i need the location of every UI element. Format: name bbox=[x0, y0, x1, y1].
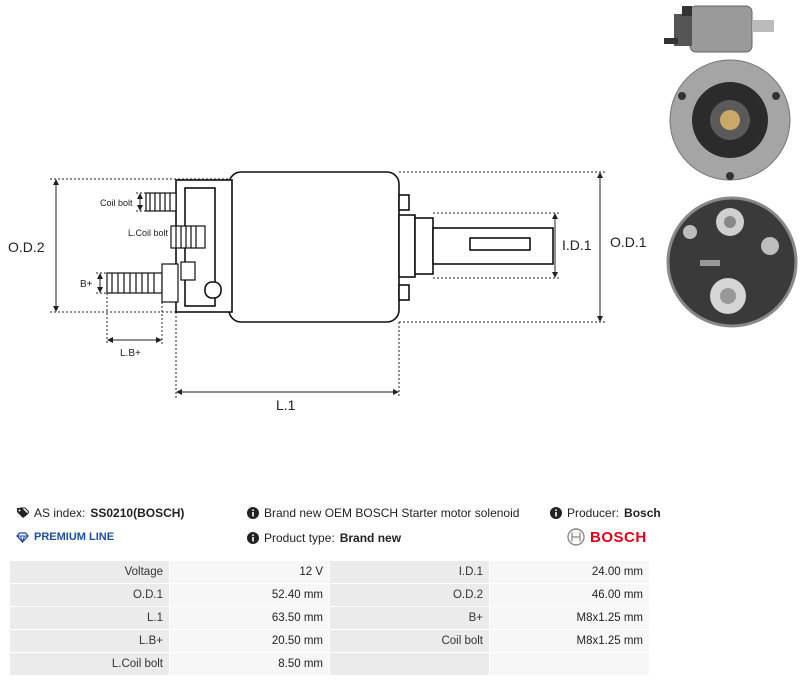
producer-value: Bosch bbox=[624, 506, 661, 520]
spec-value: 52.40 mm bbox=[169, 583, 330, 607]
technical-drawing: O.D.2 O.D.1 I.D.1 L.1 Coil bolt L.Coil b… bbox=[8, 171, 647, 413]
tag-icon bbox=[17, 507, 29, 518]
product-type: Product type: Brand new bbox=[247, 531, 401, 545]
spec-label: I.D.1 bbox=[329, 560, 490, 584]
product-info: AS index: SS0210(BOSCH) PREMIUM LINE Bra… bbox=[16, 500, 661, 556]
description-text: Brand new OEM BOSCH Starter motor soleno… bbox=[264, 506, 520, 520]
info-icon bbox=[247, 532, 259, 544]
as-index: AS index: SS0210(BOSCH) bbox=[16, 506, 184, 520]
premium-line-label: PREMIUM LINE bbox=[34, 531, 115, 543]
product-type-value: Brand new bbox=[339, 531, 402, 545]
premium-line-badge: PREMIUM LINE bbox=[16, 531, 114, 543]
id1-label: I.D.1 bbox=[562, 237, 592, 253]
coil-bolt bbox=[145, 192, 206, 249]
solenoid-outline bbox=[175, 171, 554, 323]
od2-label: O.D.2 bbox=[8, 239, 45, 255]
dimension-lines bbox=[50, 171, 605, 398]
spec-table: Voltage 12 V I.D.1 24.00 mm O.D.1 52.40 … bbox=[9, 560, 650, 676]
product-photos bbox=[664, 5, 798, 328]
info-icon bbox=[247, 507, 259, 519]
spec-label: L.B+ bbox=[9, 629, 170, 653]
table-row: L.Coil bolt 8.50 mm bbox=[9, 652, 650, 676]
b-plus-bolt bbox=[106, 261, 196, 303]
info-icon bbox=[550, 507, 562, 519]
spec-value: 46.00 mm bbox=[489, 583, 650, 607]
spec-label: L.1 bbox=[9, 606, 170, 630]
spec-value: 12 V bbox=[169, 560, 330, 584]
spec-label bbox=[329, 652, 490, 676]
side-view-photo bbox=[664, 5, 774, 53]
table-row: L.B+ 20.50 mm Coil bolt M8x1.25 mm bbox=[9, 629, 650, 653]
rear-view-photo bbox=[666, 196, 798, 328]
l-coil-bolt-label: L.Coil bolt bbox=[128, 228, 169, 238]
spec-value: 24.00 mm bbox=[489, 560, 650, 584]
b-plus-label: B+ bbox=[80, 279, 93, 290]
front-view-photo bbox=[669, 59, 791, 181]
spec-label: Voltage bbox=[9, 560, 170, 584]
description: Brand new OEM BOSCH Starter motor soleno… bbox=[247, 506, 519, 520]
producer: Producer: Bosch bbox=[550, 506, 661, 520]
l1-label: L.1 bbox=[276, 397, 296, 413]
table-row: O.D.1 52.40 mm O.D.2 46.00 mm bbox=[9, 583, 650, 607]
bosch-logo: BOSCH bbox=[567, 528, 647, 546]
spec-label: L.Coil bolt bbox=[9, 652, 170, 676]
table-row: L.1 63.50 mm B+ M8x1.25 mm bbox=[9, 606, 650, 630]
l-b-plus-label: L.B+ bbox=[120, 348, 141, 359]
coil-bolt-label: Coil bolt bbox=[100, 198, 133, 208]
spec-label: O.D.2 bbox=[329, 583, 490, 607]
spec-value: 63.50 mm bbox=[169, 606, 330, 630]
table-row: Voltage 12 V I.D.1 24.00 mm bbox=[9, 560, 650, 584]
producer-label: Producer: bbox=[567, 506, 620, 520]
spec-value: 20.50 mm bbox=[169, 629, 330, 653]
spec-value: 8.50 mm bbox=[169, 652, 330, 676]
spec-value: M8x1.25 mm bbox=[489, 606, 650, 630]
spec-label: B+ bbox=[329, 606, 490, 630]
bosch-armature-icon bbox=[567, 528, 585, 546]
spec-label: Coil bolt bbox=[329, 629, 490, 653]
od1-label: O.D.1 bbox=[610, 234, 647, 250]
spec-label: O.D.1 bbox=[9, 583, 170, 607]
as-index-label: AS index: bbox=[34, 506, 86, 520]
product-type-label: Product type: bbox=[264, 531, 335, 545]
spec-value bbox=[489, 652, 650, 676]
diamond-icon bbox=[16, 531, 29, 543]
as-index-value: SS0210(BOSCH) bbox=[90, 506, 185, 520]
spec-value: M8x1.25 mm bbox=[489, 629, 650, 653]
bosch-logo-text: BOSCH bbox=[590, 528, 647, 546]
